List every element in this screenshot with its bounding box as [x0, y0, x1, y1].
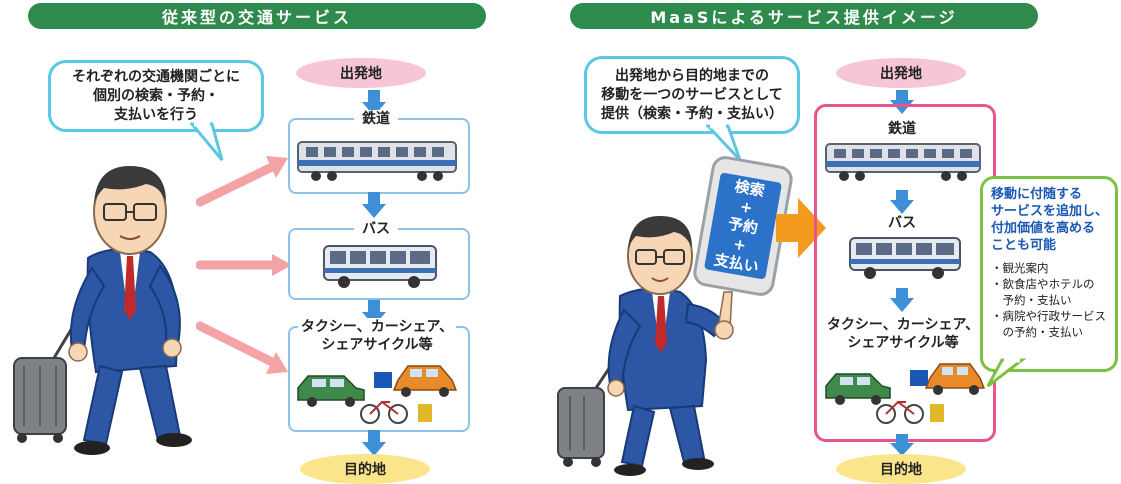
right-speech-line-2: 移動を一つのサービスとして [601, 86, 783, 103]
left-down-arrow-4 [362, 430, 386, 456]
arrow-to-rail [196, 156, 288, 207]
right-taxi-line-2: シェアサイクル等 [847, 335, 959, 351]
left-down-arrow-1 [362, 90, 386, 116]
businessman-walking-illustration [13, 166, 192, 455]
left-speech-tail [190, 122, 224, 161]
right-speech-line-3: 提供（検索・予約・支払い） [601, 105, 783, 122]
left-speech-bubble: それぞれの交通機関ごとに 個別の検索・予約・ 支払いを行う [48, 60, 264, 132]
left-bus-text: バス [362, 221, 390, 237]
businessman-with-phone-illustration [557, 216, 734, 476]
arrow-to-bus [196, 254, 292, 276]
left-taxi-line-2: シェアサイクル等 [321, 337, 433, 353]
right-speech-line-1: 出発地から目的地までの [615, 67, 769, 84]
right-taxi-text: タクシー、カーシェア、 シェアサイクル等 [820, 316, 986, 352]
callout-head-2: サービスを追加し、 [991, 204, 1109, 219]
callout-tail [986, 358, 1026, 388]
right-down-arrow-1 [890, 90, 914, 114]
left-goal-oval: 目的地 [300, 454, 430, 484]
added-value-callout: 移動に付随する サービスを追加し、 付加価値を高める ことも可能 ・観光案内 ・… [980, 176, 1118, 372]
left-car-bike-illustration [297, 365, 458, 424]
left-rail-text: 鉄道 [362, 111, 390, 127]
left-speech-line-2: 個別の検索・予約・ [93, 87, 219, 104]
left-bus-illustration [323, 245, 437, 288]
right-down-arrow-3 [890, 288, 914, 312]
left-taxi-text: タクシー、カーシェア、 シェアサイクル等 [288, 318, 466, 354]
callout-item-5: の予約・支払い [991, 325, 1083, 339]
right-bus-illustration [849, 237, 961, 279]
right-panel-title: MaaSによるサービス提供イメージ [570, 3, 1038, 29]
left-taxi-line-1: タクシー、カーシェア、 [300, 319, 454, 335]
right-taxi-line-1: タクシー、カーシェア、 [826, 317, 980, 333]
right-goal-oval: 目的地 [836, 454, 966, 484]
right-down-arrow-4 [890, 434, 914, 456]
right-speech-bubble: 出発地から目的地までの 移動を一つのサービスとして 提供（検索・予約・支払い） [584, 56, 800, 134]
callout-item-4: ・病院や行政サービス [991, 309, 1106, 323]
right-train-illustration [825, 143, 981, 181]
callout-item-3: 予約・支払い [991, 293, 1072, 307]
left-bus-label-bg [354, 220, 398, 238]
right-car-bike-illustration [825, 363, 986, 424]
left-panel-title: 従来型の交通サービス [28, 3, 486, 29]
left-speech-line-3: 支払いを行う [114, 106, 198, 123]
orange-arrow [776, 198, 826, 258]
left-start-oval: 出発地 [296, 58, 426, 88]
callout-head-1: 移動に付随する [991, 187, 1083, 202]
left-taxi-label-bg [298, 318, 456, 336]
right-down-arrow-2 [890, 190, 914, 214]
right-bus-text: バス [888, 215, 916, 231]
right-start-oval: 出発地 [836, 58, 966, 88]
left-train-illustration [297, 141, 457, 181]
arrow-to-taxi [196, 321, 288, 374]
callout-item-1: ・観光案内 [991, 261, 1049, 275]
callout-item-2: ・飲食店やホテルの [991, 277, 1095, 291]
right-speech-tail [706, 124, 742, 162]
callout-head-4: ことも可能 [991, 238, 1057, 253]
left-rail-label-bg [354, 110, 398, 128]
left-down-arrow-2 [362, 192, 386, 218]
right-rail-text: 鉄道 [888, 121, 916, 137]
left-speech-line-1: それぞれの交通機関ごとに [72, 68, 240, 85]
callout-head-3: 付加価値を高める [991, 221, 1096, 236]
